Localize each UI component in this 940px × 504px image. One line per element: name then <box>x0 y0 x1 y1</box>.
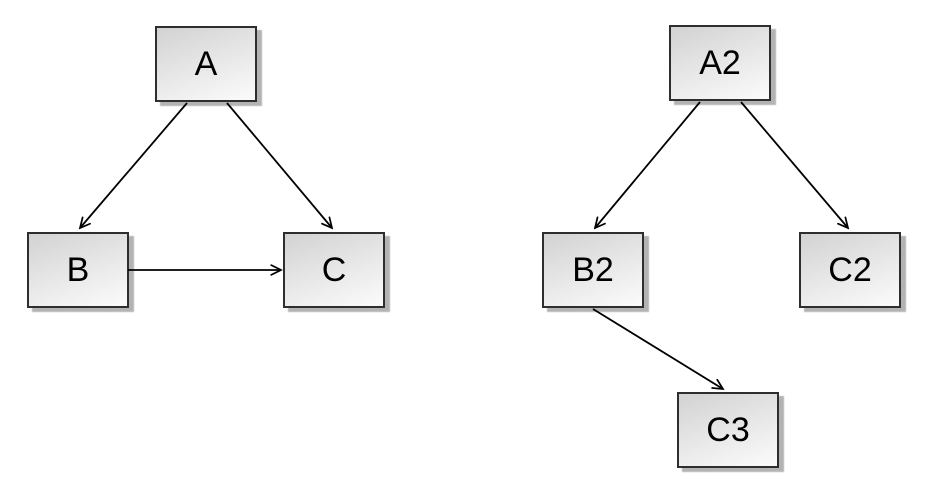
node-C[interactable]: C <box>283 232 385 308</box>
edge-A2-to-B2 <box>595 101 701 228</box>
node-C2-label: C2 <box>828 251 872 289</box>
node-A2-label: A2 <box>699 44 741 82</box>
edge-A-to-C <box>226 102 332 228</box>
edge-A-to-B <box>80 102 188 228</box>
node-C-label: C <box>321 251 347 289</box>
node-C2[interactable]: C2 <box>799 232 901 308</box>
node-B-label: B <box>66 251 90 289</box>
node-B2-label: B2 <box>572 251 614 289</box>
edge-A2-to-C2 <box>740 101 848 228</box>
node-A-label: A <box>194 45 218 83</box>
node-C3-label: C3 <box>706 411 750 449</box>
node-C3[interactable]: C3 <box>677 392 779 468</box>
node-B2[interactable]: B2 <box>542 232 644 308</box>
node-A[interactable]: A <box>155 26 257 102</box>
edge-B2-to-C3 <box>592 308 723 389</box>
node-B[interactable]: B <box>27 232 129 308</box>
node-A2[interactable]: A2 <box>669 25 771 101</box>
